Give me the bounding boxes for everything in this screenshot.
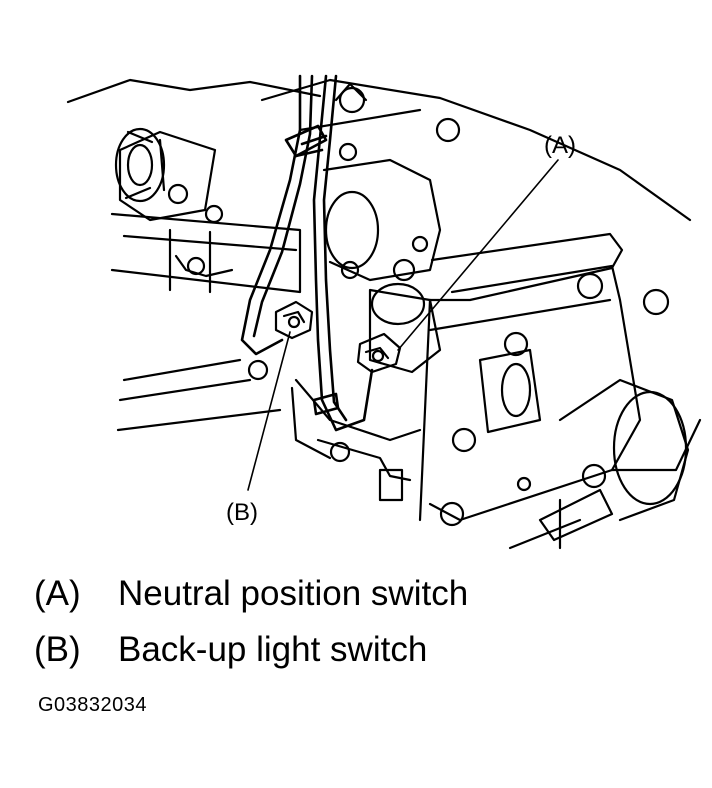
legend-text-b: Back-up light switch [118, 630, 428, 669]
legend-item-a: (A) Neutral position switch [34, 574, 468, 614]
legend-item-b: (B) Back-up light switch [34, 630, 427, 670]
leader-a [397, 159, 559, 351]
transmission-illustration: (A) (B) [66, 74, 702, 550]
leader-b [247, 331, 291, 491]
transmission-housing [260, 78, 692, 502]
legend-key-b: (B) [34, 630, 81, 669]
figure-code: G03832034 [38, 694, 148, 716]
neutral-position-switch [356, 332, 402, 374]
callout-label-b: (B) [226, 499, 258, 526]
legend-key-a: (A) [34, 574, 81, 613]
callout-label-a: (A) [544, 132, 576, 159]
legend-text-a: Neutral position switch [118, 574, 469, 613]
wiring-harness [240, 74, 374, 432]
engine-block [66, 78, 322, 432]
callout-leaders [247, 159, 559, 491]
back-up-light-switch [274, 300, 314, 340]
extension-housing [418, 232, 702, 550]
